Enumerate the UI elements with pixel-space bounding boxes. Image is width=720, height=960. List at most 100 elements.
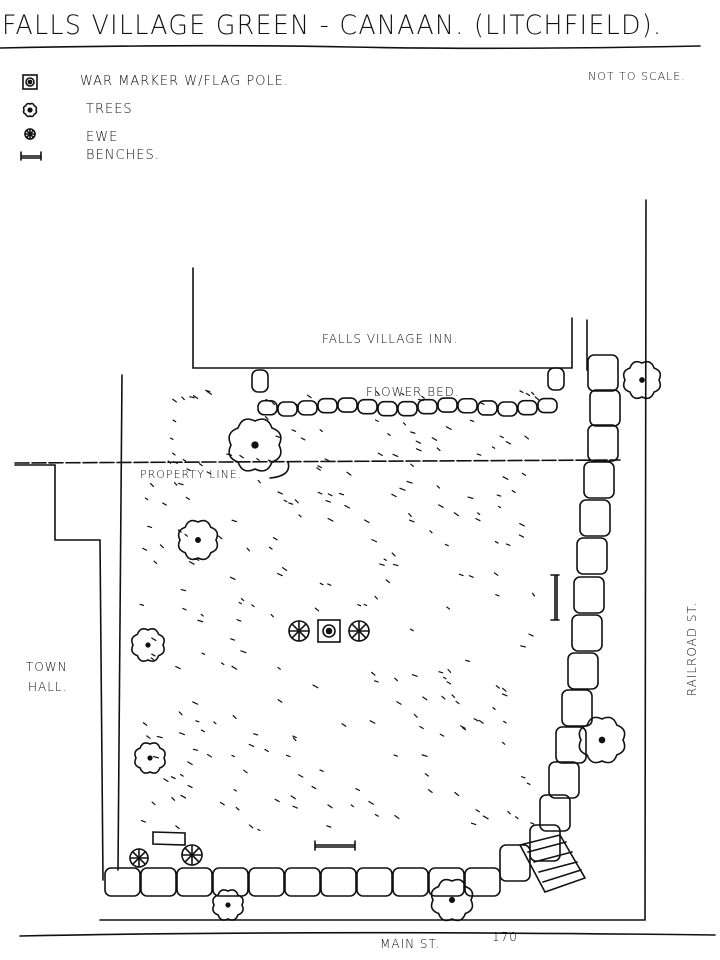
- grass-mark: [392, 453, 399, 458]
- grass-mark: [518, 534, 525, 538]
- ewe: [24, 128, 36, 140]
- grass-mark: [501, 687, 507, 692]
- grass-mark: [312, 684, 319, 689]
- legend-label-benches: BENCHES.: [86, 148, 160, 163]
- grass-mark: [167, 460, 172, 464]
- grass-mark: [319, 582, 324, 586]
- grass-mark: [424, 773, 429, 777]
- grass-mark: [478, 719, 484, 724]
- grass-mark: [201, 652, 206, 655]
- grass-mark: [319, 769, 324, 772]
- grass-mark: [374, 419, 379, 422]
- grass-mark: [494, 540, 499, 544]
- grass-mark: [371, 539, 378, 543]
- tree-icon: [22, 102, 38, 118]
- grass-mark: [460, 725, 466, 729]
- stone: [567, 652, 599, 690]
- grass-mark: [446, 681, 452, 685]
- scale-note: NOT TO SCALE.: [588, 70, 686, 83]
- tree: [578, 716, 626, 764]
- stone: [277, 401, 298, 417]
- grass-mark: [511, 490, 516, 494]
- grass-mark: [219, 801, 225, 806]
- grass-mark: [350, 804, 355, 808]
- grass-mark: [271, 401, 276, 406]
- property-line-arrow: [269, 461, 290, 479]
- stone: [477, 400, 498, 416]
- grass-mark: [200, 729, 206, 733]
- stone: [104, 867, 141, 897]
- grass-mark: [264, 748, 269, 753]
- stone: [589, 389, 621, 427]
- grass-mark: [409, 628, 414, 632]
- grass-mark: [392, 563, 399, 567]
- stone: [356, 867, 393, 897]
- grass-mark: [274, 798, 280, 803]
- grass-mark: [399, 487, 406, 491]
- grass-mark: [445, 426, 452, 430]
- tree: [622, 360, 662, 400]
- inn-label: FALLS VILLAGE INN.: [322, 332, 459, 346]
- green-left-edge: [99, 374, 123, 881]
- grass-mark: [192, 748, 199, 751]
- inn-building-outline: [192, 267, 588, 371]
- grass-mark: [502, 476, 509, 480]
- grass-mark: [327, 517, 334, 522]
- grass-mark: [178, 711, 183, 716]
- stone: [573, 576, 605, 614]
- grass-mark: [220, 662, 225, 666]
- stone: [257, 399, 278, 416]
- grass-mark: [162, 502, 167, 506]
- stone: [517, 399, 538, 416]
- grass-mark: [394, 815, 400, 820]
- grass-mark: [410, 463, 414, 467]
- grass-mark: [311, 785, 317, 790]
- ewe-icon: [24, 128, 36, 140]
- grass-mark: [229, 576, 236, 581]
- grass-mark: [324, 458, 330, 462]
- grass-mark: [442, 676, 447, 680]
- grass-mark: [429, 530, 433, 534]
- railroad-st-edge: [99, 199, 647, 921]
- grass-mark: [192, 701, 199, 705]
- grass-mark: [393, 754, 398, 757]
- stone: [583, 461, 615, 499]
- bench: [550, 574, 560, 621]
- grass-mark: [454, 791, 460, 797]
- grass-mark: [526, 782, 531, 786]
- grass-mark: [444, 543, 449, 547]
- grass-mark: [156, 735, 163, 739]
- tree: [430, 878, 474, 922]
- railroad-st-label: RAILROAD ST.: [685, 601, 700, 697]
- grass-mark: [326, 825, 332, 828]
- stone: [176, 867, 213, 897]
- grass-mark: [462, 727, 466, 731]
- grass-mark: [482, 815, 489, 820]
- grass-mark: [316, 467, 321, 471]
- grass-mark: [172, 398, 177, 403]
- title-underline: [0, 44, 701, 50]
- grass-mark: [387, 433, 391, 436]
- grass-mark: [243, 769, 248, 774]
- grass-mark: [327, 583, 332, 586]
- grass-mark: [139, 603, 145, 606]
- grass-mark: [248, 824, 254, 829]
- grass-mark: [374, 595, 378, 600]
- trees: [131, 360, 662, 922]
- grass-mark: [163, 778, 169, 782]
- grass-mark: [159, 544, 165, 549]
- grass-mark: [206, 753, 212, 758]
- grass-mark: [185, 496, 191, 500]
- grass-mark: [248, 743, 255, 748]
- grass-mark: [436, 485, 441, 489]
- stone: [561, 689, 593, 727]
- grass-mark: [298, 514, 302, 518]
- grass-mark: [438, 504, 444, 508]
- stone: [571, 614, 603, 652]
- stone: [548, 761, 580, 799]
- grass-mark: [182, 607, 187, 611]
- grass-mark: [317, 465, 323, 469]
- grass-mark: [294, 499, 299, 504]
- stone: [547, 367, 565, 391]
